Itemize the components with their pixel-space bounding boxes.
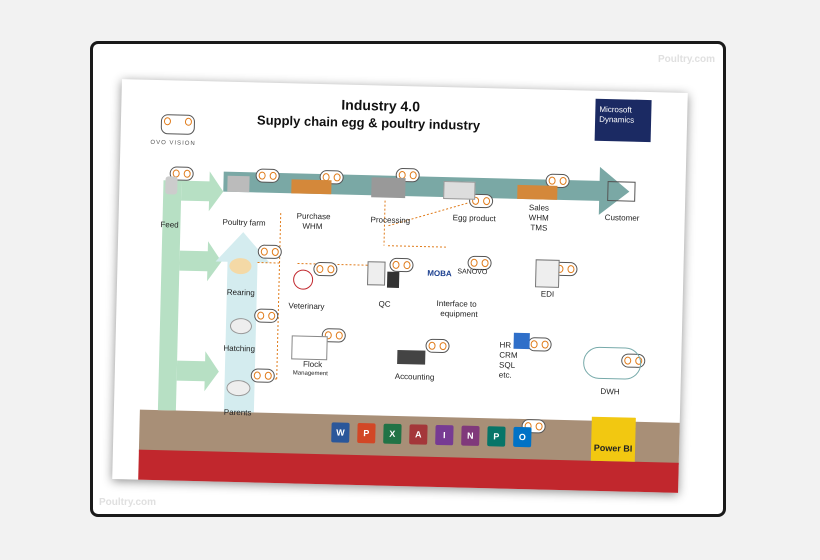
- clipboard-icon: [367, 261, 386, 286]
- egg-tray-icon: [443, 181, 476, 200]
- ovo-badge-icon: [257, 244, 282, 260]
- barn-icon: [227, 175, 250, 193]
- feed-arrow-1: [181, 171, 224, 212]
- connector-line: [276, 213, 282, 380]
- microsoft-dynamics-logo: Microsoft Dynamics: [594, 98, 652, 143]
- logo-text: OVO VISION: [150, 139, 196, 147]
- label-qc: QC: [378, 299, 391, 309]
- label-hr: HR: [499, 340, 512, 350]
- document-icon: [535, 259, 560, 288]
- feed-bar: [157, 180, 182, 411]
- label-rearing: Rearing: [226, 287, 255, 298]
- warehouse-icon: [607, 181, 636, 202]
- main-arrow: [223, 166, 630, 215]
- outlook-icon: O: [513, 426, 532, 448]
- power-bi-logo: Power BI: [590, 416, 636, 462]
- image-frame: Poultry.com Poultry.com: [90, 41, 726, 517]
- label-management: Management: [292, 370, 328, 378]
- label-whm: WHM: [302, 221, 323, 232]
- feed-arrow-3: [176, 351, 219, 392]
- label-veterinary: Veterinary: [288, 301, 325, 312]
- silo-icon: [165, 176, 178, 195]
- infopath-icon: I: [435, 424, 454, 446]
- onenote-icon: N: [461, 425, 480, 446]
- publisher-icon: P: [487, 426, 506, 447]
- label-accounting: Accounting: [394, 371, 435, 382]
- label-feed: Feed: [160, 220, 179, 230]
- label-interface-2: equipment: [440, 308, 478, 319]
- cash-register-icon: [397, 349, 426, 365]
- puzzle-icon: [513, 332, 530, 350]
- ovo-badge-icon: [389, 257, 414, 273]
- label-edi: EDI: [540, 289, 555, 299]
- factory-icon: [371, 177, 406, 199]
- label-etc: etc.: [498, 370, 512, 380]
- ovo-badge-icon: [527, 337, 552, 352]
- label-customer: Customer: [604, 212, 640, 223]
- label-tms: TMS: [530, 223, 548, 233]
- watermark-bottom: Poultry.com: [99, 497, 157, 508]
- label-poultry-farm: Poultry farm: [222, 217, 266, 228]
- feed-arrow-2: [179, 241, 222, 282]
- label-interface-1: Interface to: [436, 298, 477, 309]
- slide: Industry 4.0 Supply chain egg & poultry …: [112, 79, 688, 493]
- label-processing: Processing: [370, 215, 411, 226]
- ovo-badge-icon: [425, 338, 450, 354]
- label-hatching: Hatching: [223, 343, 256, 354]
- word-icon: W: [331, 422, 350, 443]
- label-purchase: Purchase: [296, 211, 331, 222]
- cloud-icon: [582, 346, 642, 380]
- ovo-badge-icon: [250, 368, 275, 383]
- ovo-badge-icon: [254, 308, 279, 324]
- label-dwh: DWH: [600, 386, 620, 397]
- moba-logo: MOBA: [427, 268, 452, 279]
- microscope-icon: [386, 271, 400, 288]
- excel-icon: X: [383, 423, 402, 445]
- slide-title: Industry 4.0: [341, 96, 421, 115]
- label-sales: Sales: [528, 203, 550, 213]
- truck-icon: [517, 184, 558, 200]
- access-icon: A: [409, 424, 428, 445]
- chart-board-icon: [291, 335, 328, 361]
- label-crm: CRM: [499, 350, 518, 360]
- label-egg-product: Egg product: [452, 213, 496, 224]
- sanovo-logo: SANOVO: [457, 268, 488, 277]
- label-sales-whm: WHM: [528, 213, 549, 223]
- ovo-vision-logo: [160, 114, 196, 135]
- powerpoint-icon: P: [357, 423, 376, 444]
- label-parents: Parents: [223, 407, 252, 418]
- watermark-top: Poultry.com: [657, 54, 715, 65]
- label-flock: Flock: [302, 359, 323, 370]
- ovo-badge-icon: [313, 261, 338, 277]
- truck-icon: [291, 179, 332, 195]
- ovo-badge-icon: [255, 168, 280, 184]
- label-sql: SQL: [498, 360, 516, 370]
